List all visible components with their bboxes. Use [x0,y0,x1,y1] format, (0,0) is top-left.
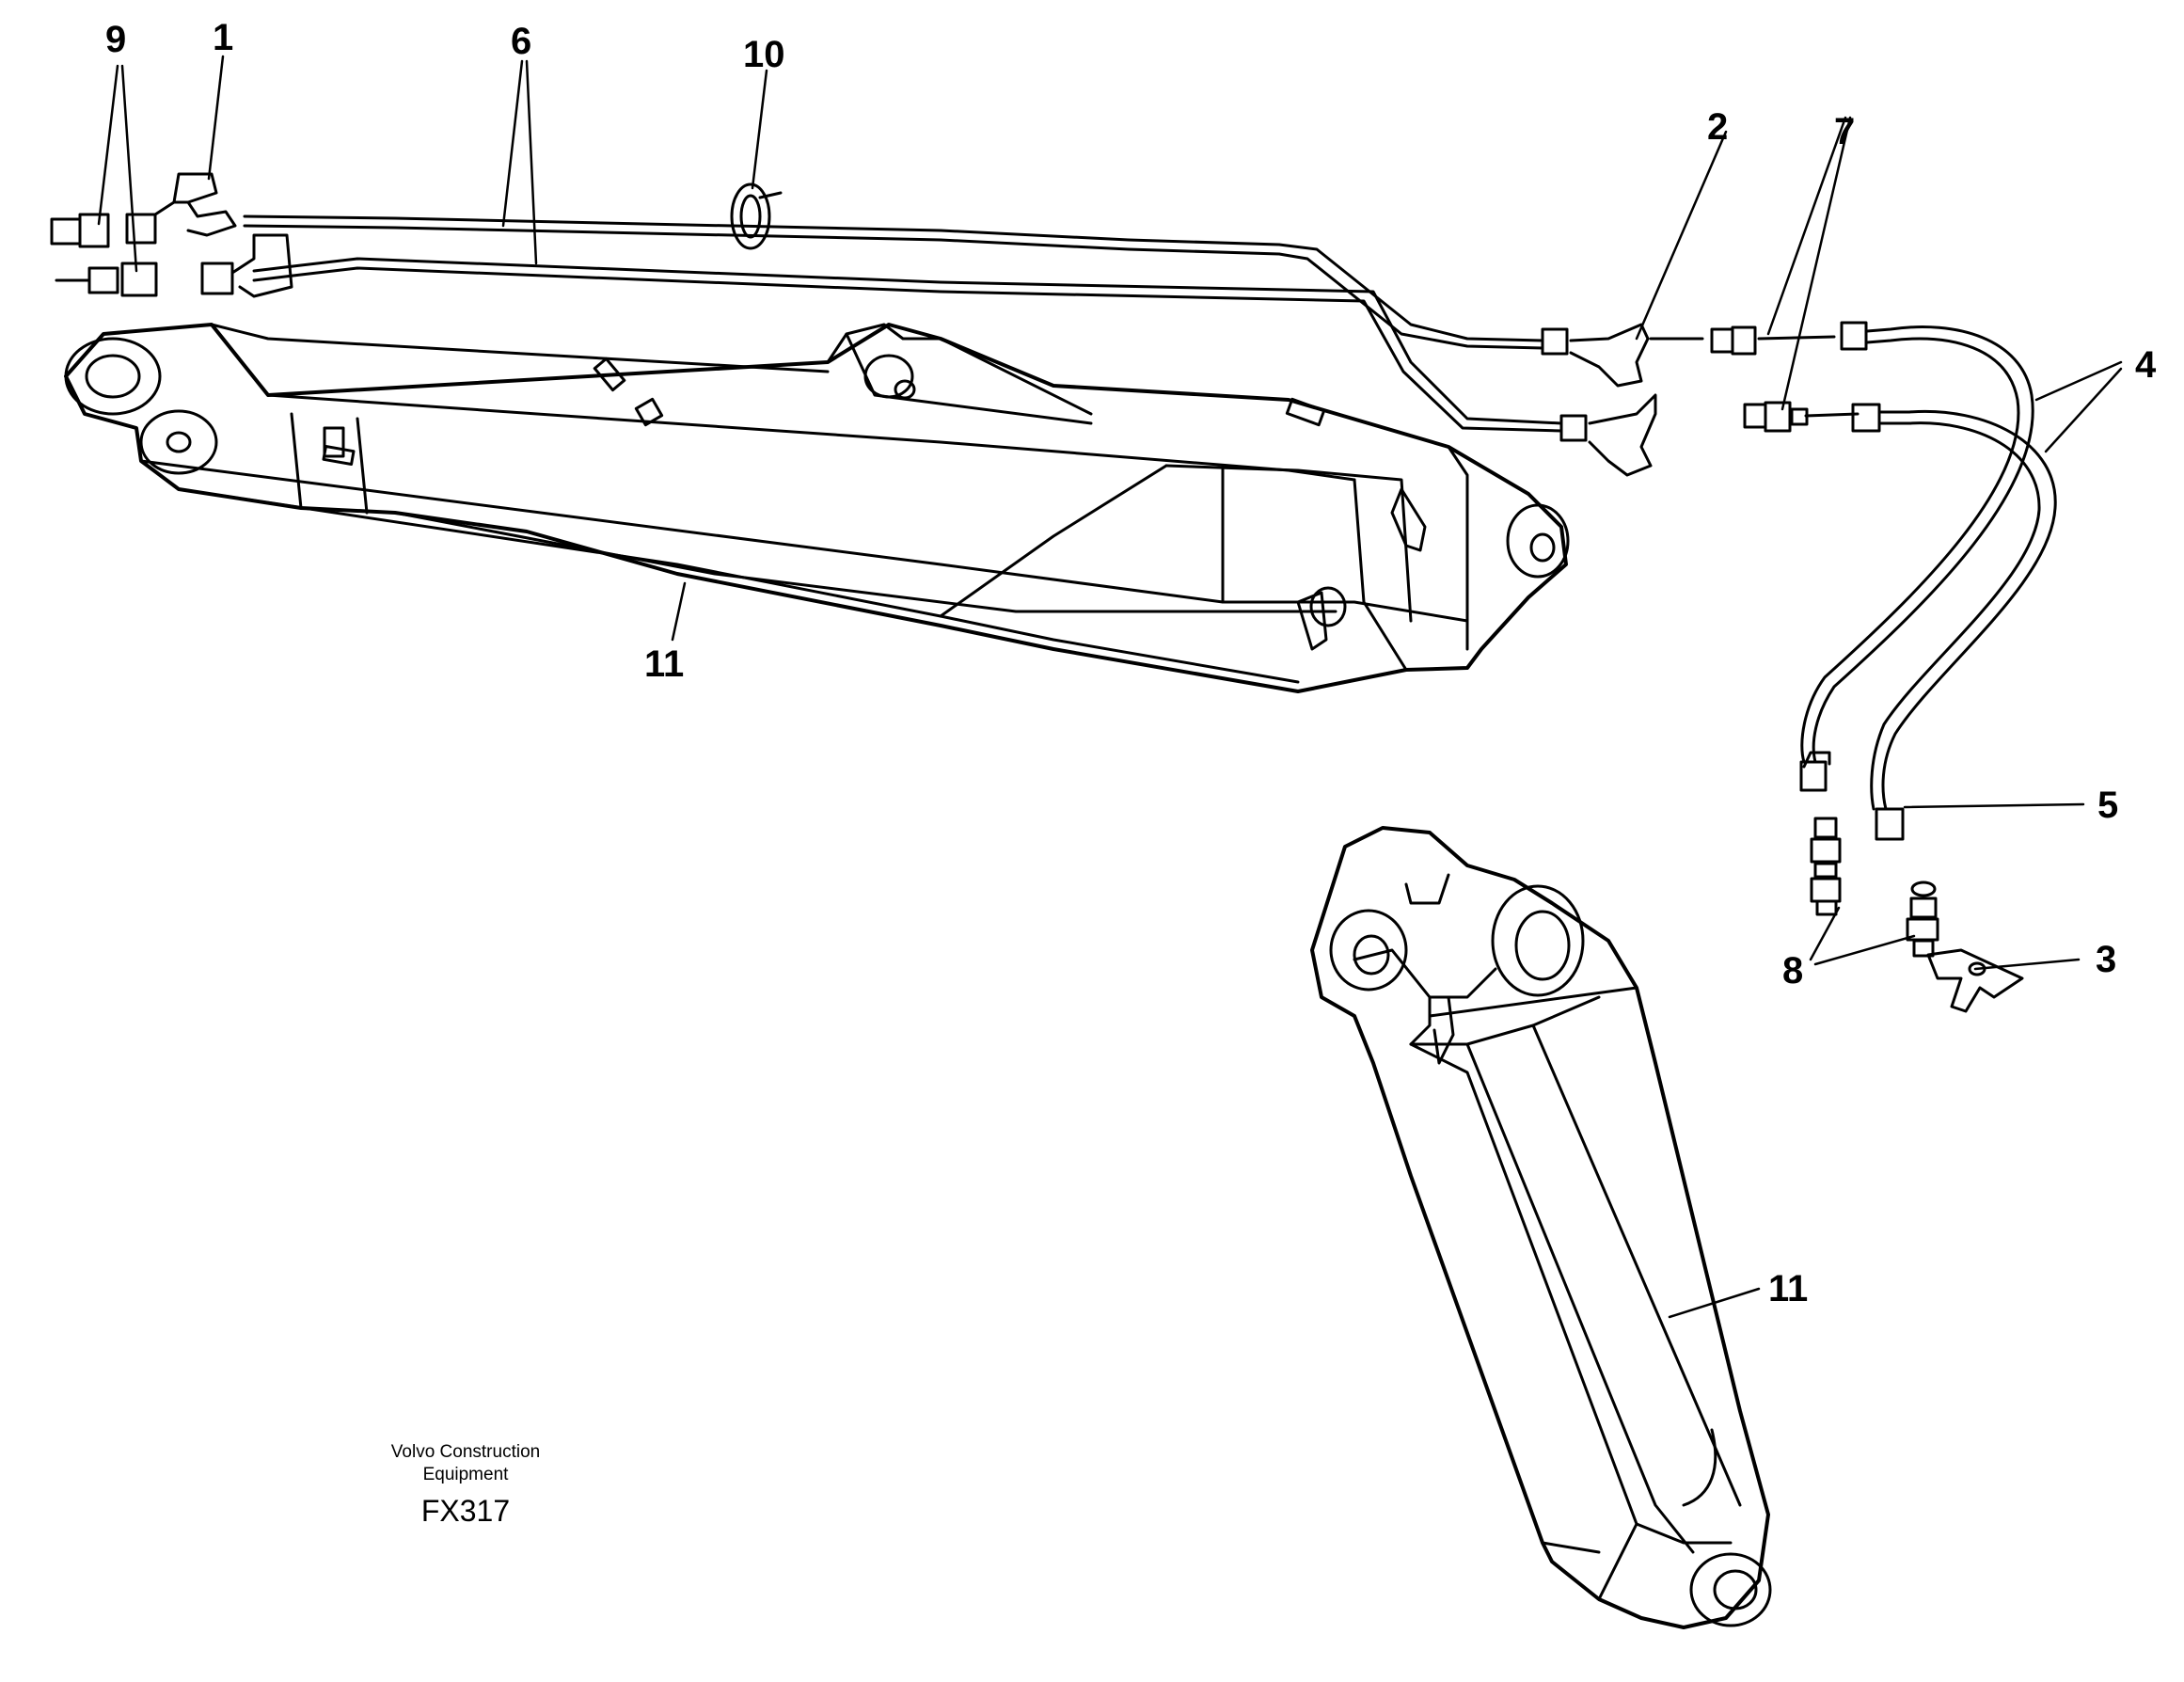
callout-11-upper-boom: 11 [644,643,685,685]
callout-10: 10 [743,34,785,75]
callout-2: 2 [1707,106,1729,148]
caption-line-1: Volvo Construction [390,1442,541,1462]
callout-6: 6 [511,21,532,62]
left-fittings [50,172,293,298]
diagram-code: FX317 [420,1493,511,1528]
right-fittings [1541,323,1860,477]
callout-3: 3 [2096,939,2117,980]
adapters [1810,817,2024,1013]
callout-9: 9 [105,19,127,60]
leader-lines [97,55,2123,1319]
callout-7: 7 [1834,111,1856,152]
diagram-caption: Volvo Construction Equipment FX317 [362,1441,569,1530]
callout-11-lower-boom: 11 [1768,1268,1809,1309]
callout-5: 5 [2097,785,2119,826]
caption-line-2: Equipment [422,1464,509,1484]
pipe-clamp [730,182,783,250]
callout-8: 8 [1782,950,1804,992]
boom-lower [1310,826,1772,1629]
hoses [1799,321,2057,841]
hydraulic-pipes [243,214,1563,433]
boom-upper [64,323,1570,693]
callout-1: 1 [213,17,234,58]
callout-4: 4 [2135,344,2157,386]
